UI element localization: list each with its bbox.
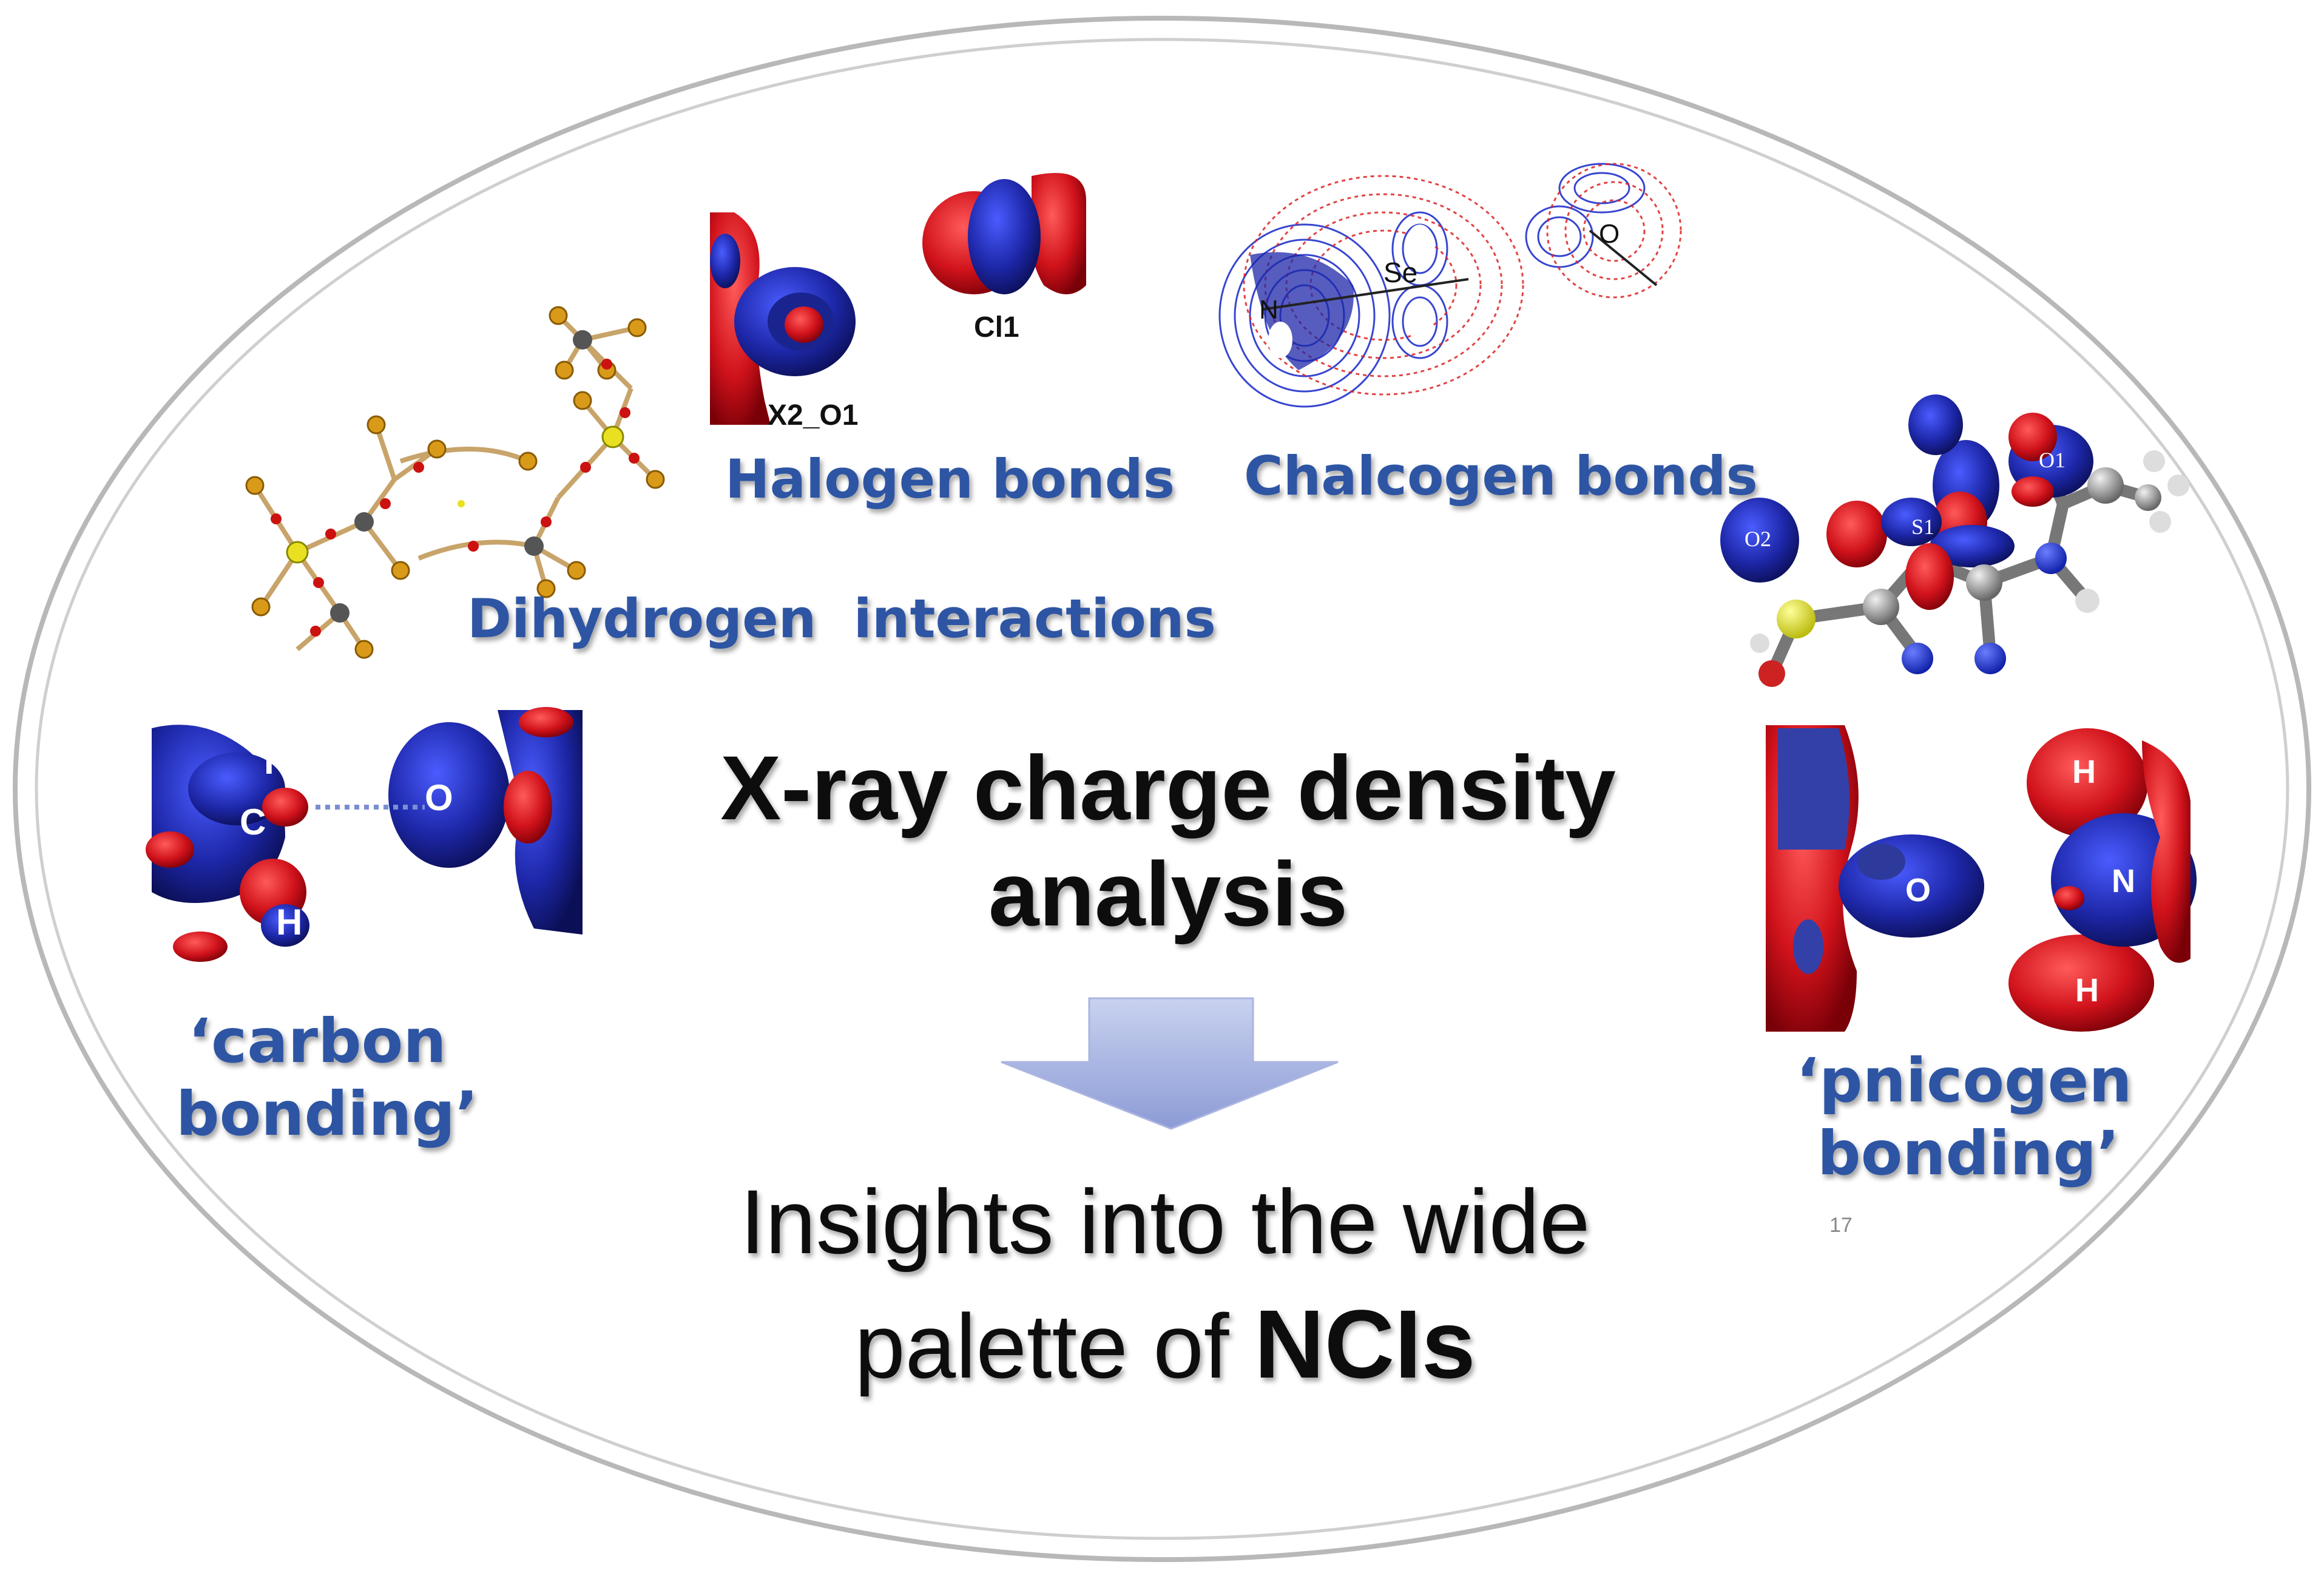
chalcogen-bond-figure: Se N O (1218, 163, 1682, 408)
insights-line-2-prefix: palette of (854, 1295, 1254, 1397)
down-arrow-icon (1001, 997, 1339, 1130)
pnicogen-bonding-label-line1: ‘pnicogen (1796, 1045, 2132, 1116)
pnicogen-label-o: O (1905, 872, 1931, 908)
pnicogen-bonding-label-line2: bonding’ (1817, 1118, 2120, 1189)
pnicogen-label-h-bottom: H (2075, 972, 2099, 1009)
ncis-emphasis: NCIs (1254, 1290, 1476, 1398)
sulfur-label-s1: S1 (1911, 515, 1934, 539)
dihydrogen-structure-figure (245, 306, 665, 659)
carbon-label-h-top: H (264, 741, 290, 782)
insights-line-2: palette of NCIs (854, 1290, 1475, 1398)
title-line-1: X-ray charge density (720, 737, 1616, 839)
chalcogen-bonds-label: Chalcogen bonds (1244, 445, 1758, 507)
title-line-2: analysis (988, 843, 1348, 945)
carbon-label-c: C (240, 802, 266, 842)
carbon-bonding-label-line2: bonding’ (176, 1078, 478, 1149)
halogen-label-cl1: Cl1 (974, 311, 1019, 343)
halogen-bond-figure: X2_O1 Cl1 (710, 173, 1098, 431)
frame-ellipse (13, 16, 2311, 1562)
insights-line-1: Insights into the wide (740, 1171, 1590, 1273)
pnicogen-bonding-figure: H O N H (1766, 725, 2197, 1035)
pnicogen-label-h-top: H (2072, 754, 2096, 790)
sulfur-molecule-figure: O2 S1 O1 (1720, 394, 2189, 687)
chalcogen-label-o: O (1599, 219, 1620, 249)
dihydrogen-interactions-label: Dihydrogen interactions (467, 587, 1216, 650)
chalcogen-label-se: Se (1383, 257, 1417, 288)
carbon-bonding-label-line1: ‘carbon (188, 1006, 447, 1077)
chalcogen-label-n: N (1259, 295, 1279, 325)
slide-number: 17 (1829, 1214, 1853, 1237)
halogen-bonds-label: Halogen bonds (725, 448, 1175, 510)
sulfur-label-o2: O2 (1745, 527, 1771, 551)
carbon-bonding-figure: H C O H (146, 707, 583, 962)
carbon-label-h-bottom: H (276, 902, 302, 942)
sulfur-label-o1: O1 (2039, 448, 2066, 472)
carbon-label-o: O (425, 777, 453, 818)
halogen-label-x2-o1: X2_O1 (768, 399, 858, 431)
pnicogen-label-n: N (2112, 863, 2135, 899)
